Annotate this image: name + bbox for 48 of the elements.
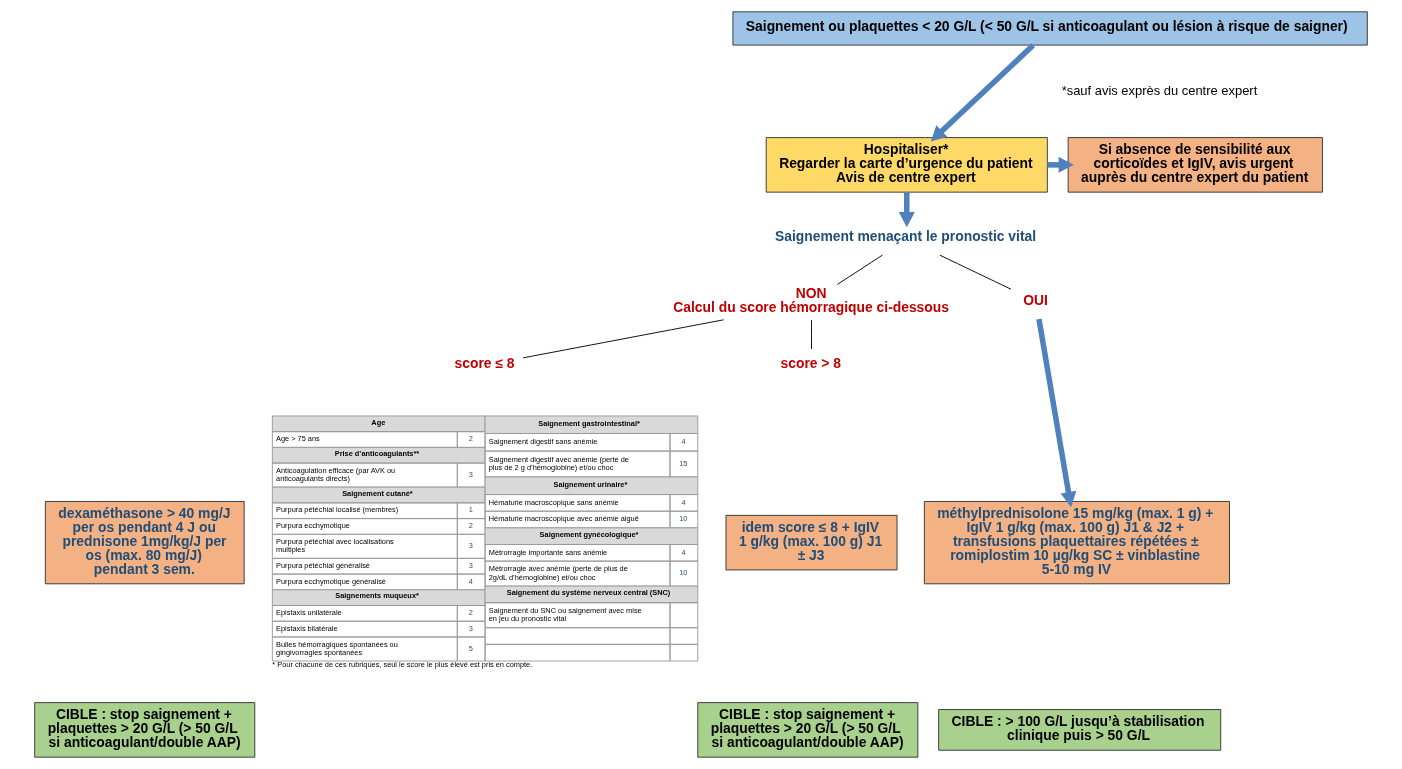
label: *sauf avis exprès du centre expert <box>1061 82 1258 98</box>
label: 3 <box>468 469 473 479</box>
label: Purpura ecchymotique généralisé <box>276 576 386 586</box>
label: * Pour chacune de ces rubriques, seul le score le plus élevé est pris en compte. <box>272 659 533 669</box>
label: 4 <box>681 497 686 507</box>
label: Saignement du système nerveux central (SNC) <box>506 588 671 598</box>
label: Saignements muqueux* <box>335 591 419 601</box>
node-text: score ≤ 8 <box>454 355 515 372</box>
label: 10 <box>679 568 688 578</box>
label: Epistaxis bilatérale <box>276 623 338 633</box>
label: Bulles hémorragiques spontanées ou gingivorragies spontanées <box>276 639 398 657</box>
label: Purpura pétéchial généralisé <box>276 560 370 570</box>
label: Age > 75 ans <box>276 434 320 444</box>
label: Purpura pétéchial localisé (membres) <box>276 505 399 515</box>
label: Saignement urinaire* <box>553 479 628 489</box>
label: Saignement digestif sans anémie <box>488 437 598 447</box>
node-text: score > 8 <box>780 355 842 372</box>
label: Saignement gynécologique* <box>539 530 639 539</box>
label: 15 <box>679 458 688 468</box>
label: Saignement digestif avec anémie (perte de plus de 2 g d’hémoglobine) et/ou choc <box>488 454 629 472</box>
label: Saignement du SNC ou saignement avec mise en jeu du pronostic vital <box>488 605 642 624</box>
label: 2 <box>468 434 473 444</box>
label: 4 <box>681 437 686 447</box>
label: Prise d’anticoagulants** <box>334 449 420 459</box>
label: 5 <box>468 643 473 653</box>
label: 3 <box>468 623 473 633</box>
label: Purpura pétéchial avec localisations multiples <box>276 536 394 555</box>
label: 3 <box>468 541 473 551</box>
label: 4 <box>681 547 686 557</box>
node-text: Saignement menaçant le pronostic vital <box>774 227 1037 244</box>
label: 3 <box>468 560 473 570</box>
label: Métrorragie importante sans anémie <box>488 547 608 557</box>
label: Hématurie macroscopique avec anémie aiguë <box>488 514 639 524</box>
label: 4 <box>468 576 473 586</box>
label: 2 <box>468 521 473 531</box>
label: Saignement gastrointestinal* <box>538 418 640 428</box>
label: Age <box>371 417 386 427</box>
label: Métrorragie avec anémie (perte de plus de 2g/dL d’hémoglobine) et/ou choc <box>488 564 628 582</box>
label: 10 <box>679 514 688 524</box>
node-text: NON Calcul du score hémorragique ci-dessous <box>673 285 949 316</box>
label: Saignement cutané* <box>342 488 413 498</box>
label: Purpura ecchymotique <box>276 521 350 531</box>
label: Epistaxis unilatérale <box>276 608 342 618</box>
label: Anticoagulation efficace (par AVK ou anticoagulants directs) <box>276 465 396 484</box>
label: 1 <box>468 505 473 515</box>
label: Hématurie macroscopique sans anémie <box>488 497 619 507</box>
label: 2 <box>468 608 473 618</box>
node-text: OUI <box>1023 291 1048 308</box>
